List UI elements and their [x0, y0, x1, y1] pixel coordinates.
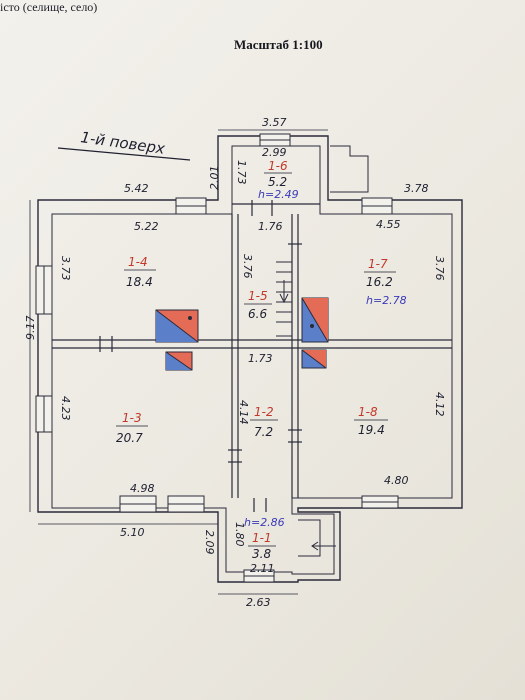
- room-number: 1-5: [248, 289, 268, 303]
- room-1-6: 2.99 1-6 5.2 h=2.49 1.73: [235, 146, 299, 201]
- room-dim: 3.73: [59, 256, 72, 281]
- room-height: h=2.86: [244, 516, 285, 529]
- floor-title-underline: [57, 147, 191, 161]
- room-height: h=2.78: [366, 294, 407, 307]
- chimney-outline: [330, 145, 369, 193]
- room-dim: 1.80: [233, 522, 246, 547]
- room-dim: 4.14: [237, 400, 250, 425]
- outer-dimension-lines: [29, 129, 328, 595]
- room-1-5: 1-5 6.6 3.76 1.76 1.73: [241, 220, 283, 365]
- room-dim: 4.98: [130, 482, 155, 495]
- dim-ext-top: 3.57: [262, 116, 287, 129]
- room-number: 1-7: [368, 257, 388, 271]
- room-number: 1-3: [122, 411, 142, 425]
- room-area: 18.4: [126, 275, 153, 289]
- room-area: 19.4: [358, 423, 385, 437]
- dim-top-right: 3.78: [404, 182, 429, 195]
- stove-icon: [301, 297, 329, 343]
- room-dim: 4.55: [376, 218, 401, 231]
- doors: [99, 200, 302, 512]
- entrance-arrow: [311, 541, 336, 551]
- porch-step: [298, 519, 321, 557]
- room-area: 20.7: [116, 431, 143, 445]
- dim-ext-top-vertical: 2.01: [208, 166, 221, 191]
- room-area: 5.2: [268, 175, 287, 189]
- room-dim: 5.22: [134, 220, 159, 233]
- room-1-7: 1-7 16.2 h=2.78 4.55 3.76: [364, 218, 446, 307]
- room-dim: 1.76: [258, 220, 283, 233]
- room-area: 16.2: [366, 275, 393, 289]
- room-number: 1-1: [252, 531, 272, 545]
- room-dim: 1.73: [248, 352, 273, 365]
- outer-walls: [37, 135, 463, 583]
- room-dim: 3.76: [241, 254, 254, 279]
- header-locality-text: істо (селище, село): [0, 0, 98, 14]
- scale-label: Масштаб 1:100: [234, 37, 323, 52]
- room-area: 3.8: [252, 547, 271, 561]
- room-number: 1-2: [254, 405, 274, 419]
- heater-icon: [301, 349, 327, 369]
- room-dim: 4.12: [433, 392, 446, 417]
- room-area: 6.6: [248, 307, 267, 321]
- heater-icon: [165, 351, 193, 371]
- room-dim: 2.99: [262, 146, 287, 159]
- room-dim: 4.80: [384, 474, 409, 487]
- dim-porch-bottom: 2.63: [246, 596, 271, 609]
- room-1-8: 1-8 19.4 4.12 4.80: [354, 392, 446, 487]
- room-dim: 2.11: [250, 562, 275, 575]
- room-dim: 4.23: [59, 396, 72, 421]
- room-dim: 3.76: [433, 256, 446, 281]
- interior-walls: [52, 203, 452, 498]
- dim-bottom-left: 5.10: [120, 526, 145, 539]
- room-1-2: 1-2 7.2 4.14: [237, 400, 278, 439]
- staircase: [276, 261, 293, 337]
- room-1-4: 1-4 18.4 5.22 3.73: [59, 220, 159, 289]
- dim-top-left: 5.42: [124, 182, 149, 195]
- room-1-3: 1-3 20.7 4.23 4.98: [59, 396, 155, 495]
- room-area: 7.2: [254, 425, 273, 439]
- room-height: h=2.49: [258, 188, 299, 201]
- room-number: 1-4: [128, 255, 148, 269]
- room-1-1: h=2.86 1-1 3.8 2.11 1.80: [233, 516, 285, 575]
- windows: [35, 133, 399, 583]
- room-number: 1-8: [358, 405, 378, 419]
- room-dim: 1.73: [235, 160, 248, 185]
- stove-icon: [155, 309, 199, 343]
- dim-left-side: 9.17: [24, 316, 37, 341]
- dim-porch-side: 2.09: [203, 530, 216, 555]
- room-number: 1-6: [268, 159, 288, 173]
